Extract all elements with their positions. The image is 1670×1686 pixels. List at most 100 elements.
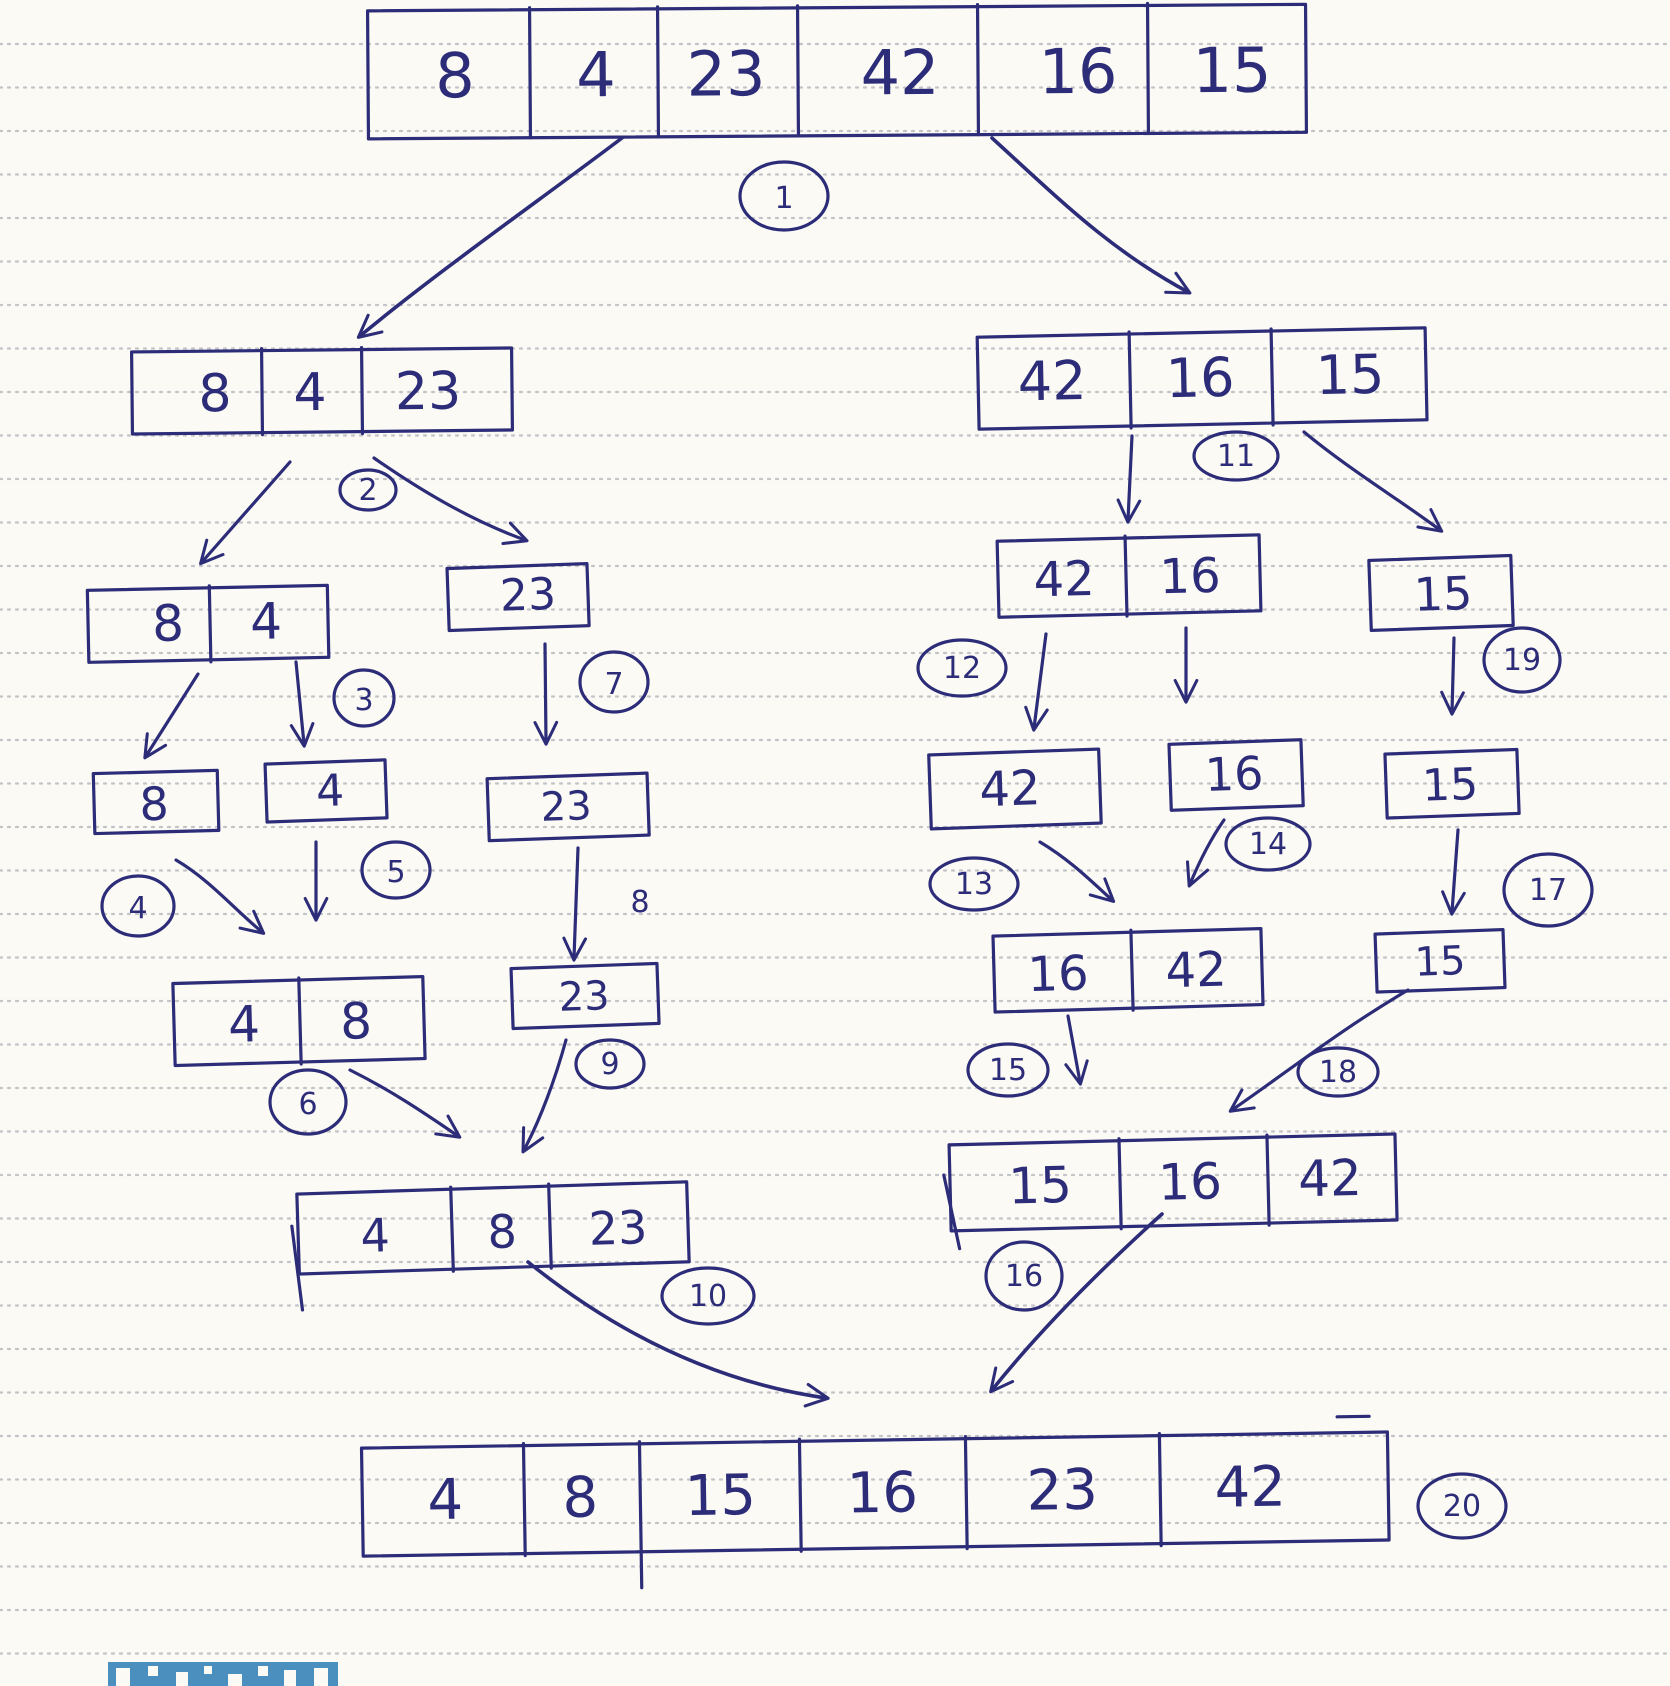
qr-code-mark [108, 1662, 338, 1686]
cell-value: 42 [1298, 1149, 1363, 1209]
step-number-4: 4 [100, 874, 176, 938]
cell-value: 4 [227, 995, 260, 1054]
step-number-11: 11 [1192, 430, 1280, 482]
step-number-16: 16 [984, 1240, 1064, 1312]
arrow [199, 460, 292, 566]
arrow [990, 136, 1192, 295]
array-initial: 8 4 23 42 16 15 [365, 1, 1309, 141]
cell-value: 4 [360, 1208, 391, 1263]
svg-text:9: 9 [600, 1047, 619, 1082]
svg-text:17: 17 [1529, 873, 1567, 908]
cell-value: 15 [1192, 34, 1271, 108]
array-4-8-23: 4 8 23 [290, 1180, 691, 1312]
svg-text:10: 10 [689, 1279, 727, 1314]
array-15-16-42: 15 16 42 [942, 1132, 1399, 1251]
cell-value: 23 [395, 362, 462, 423]
array-23-merged: 23 [509, 961, 661, 1031]
array-sorted-result: 4 8 15 16 23 42 [359, 1414, 1391, 1590]
svg-text:8: 8 [630, 885, 649, 920]
svg-text:13: 13 [955, 867, 993, 902]
arrow [1116, 434, 1142, 524]
svg-text:7: 7 [604, 667, 623, 702]
arrow [1024, 632, 1049, 732]
step-number-3: 3 [332, 668, 396, 728]
arrow [1064, 1014, 1089, 1086]
arrow [521, 1038, 568, 1154]
array-4-single: 4 [263, 758, 389, 824]
cell-value: 23 [499, 569, 557, 622]
cell-value: 8 [139, 777, 170, 832]
step-labels: 1 2 3 4 5 6 7 8 9 10 11 12 13 14 15 16 1… [100, 160, 1594, 1540]
cell-value: 4 [315, 765, 345, 817]
step-number-2: 2 [338, 468, 398, 512]
step-number-10: 10 [660, 1266, 756, 1326]
arrow [143, 672, 200, 760]
cell-value: 42 [860, 36, 939, 110]
svg-text:16: 16 [1005, 1259, 1043, 1294]
svg-text:19: 19 [1503, 643, 1541, 678]
arrow [562, 846, 588, 962]
cell-value: 15 [684, 1463, 756, 1529]
arrow [989, 1212, 1164, 1394]
arrow [356, 136, 624, 339]
cell-value: 8 [562, 1465, 599, 1531]
array-42-single: 42 [927, 747, 1103, 831]
step-number-20: 20 [1416, 1472, 1508, 1540]
array-15-merged: 15 [1373, 928, 1507, 994]
cell-value: 15 [1421, 759, 1479, 812]
cell-value: 16 [1158, 1152, 1223, 1212]
cell-value: 23 [558, 973, 610, 1021]
cell-value: 4 [293, 363, 327, 423]
arrow [174, 858, 266, 935]
cell-value: 42 [1017, 349, 1087, 413]
array-16-42: 16 42 [991, 927, 1265, 1014]
cell-value: 4 [250, 592, 283, 651]
step-number-15: 15 [966, 1042, 1050, 1098]
step-number-5: 5 [360, 840, 432, 900]
cell-value: 8 [152, 594, 185, 653]
arrow [1038, 840, 1116, 903]
step-number-7: 7 [578, 650, 650, 714]
svg-text:12: 12 [943, 651, 981, 686]
arrow [526, 1260, 830, 1408]
step-number-18: 18 [1296, 1046, 1380, 1098]
cell-value: 42 [978, 760, 1041, 818]
svg-text:18: 18 [1319, 1055, 1357, 1090]
arrow [348, 1068, 462, 1139]
svg-text:1: 1 [774, 181, 793, 216]
cell-value: 42 [1165, 942, 1228, 1000]
ruled-lines [0, 42, 1670, 1655]
array-right-half: 42 16 15 [975, 326, 1429, 431]
svg-text:14: 14 [1249, 827, 1287, 862]
array-15-single: 15 [1383, 747, 1521, 820]
cell-value: 15 [1413, 566, 1473, 622]
cell-value: 23 [540, 783, 592, 831]
step-number-14: 14 [1224, 816, 1312, 872]
svg-text:11: 11 [1217, 439, 1255, 474]
svg-text:2: 2 [358, 473, 377, 508]
array-left-half: 8 4 23 [129, 345, 515, 437]
cell-value: 8 [198, 364, 232, 424]
cell-value: 23 [1026, 1458, 1098, 1524]
cell-value: 42 [1033, 551, 1095, 608]
step-number-8: 8 [630, 885, 649, 920]
step-number-1: 1 [738, 160, 830, 232]
cell-value: 8 [487, 1204, 518, 1259]
svg-text:20: 20 [1443, 1489, 1481, 1524]
cell-value: 16 [1165, 346, 1235, 410]
array-23-single: 23 [485, 771, 651, 843]
step-number-19: 19 [1482, 626, 1562, 694]
cell-value: 42 [1214, 1455, 1286, 1521]
step-number-9: 9 [574, 1038, 646, 1090]
array-8-4: 8 4 [85, 583, 331, 664]
svg-text:6: 6 [298, 1087, 317, 1122]
cell-value: 8 [339, 992, 372, 1051]
cell-value: 16 [1159, 548, 1221, 605]
arrows [143, 136, 1466, 1408]
cell-value: 15 [1008, 1156, 1073, 1216]
arrow [1302, 430, 1444, 533]
array-23-split: 23 [445, 562, 591, 633]
svg-text:5: 5 [386, 855, 405, 890]
cell-value: 15 [1414, 938, 1466, 986]
